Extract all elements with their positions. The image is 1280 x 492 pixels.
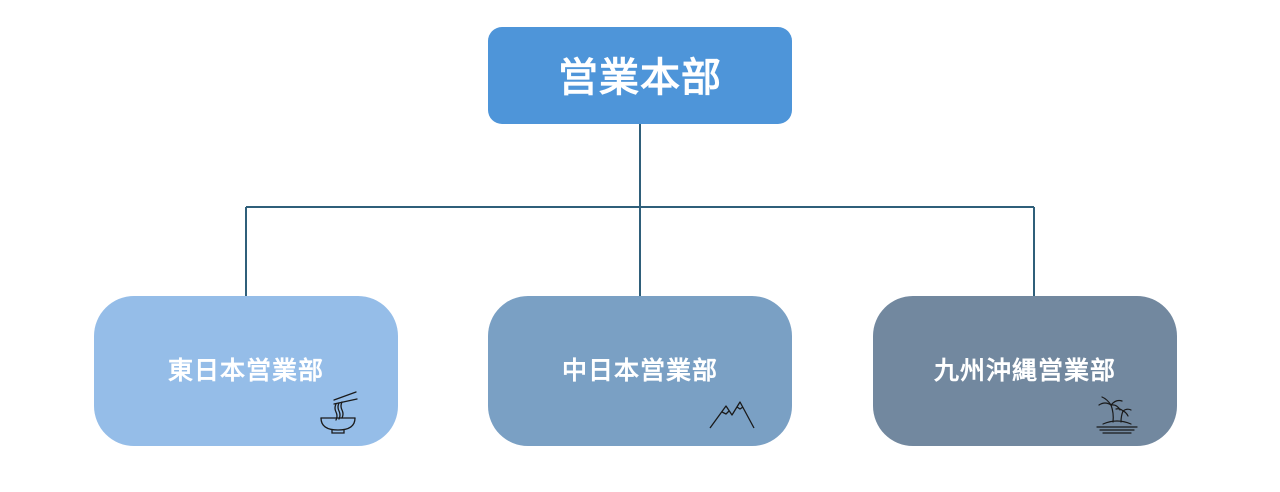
dept-node-label: 九州沖縄営業部 bbox=[933, 356, 1116, 385]
dept-node-central-japan: 中日本営業部 bbox=[488, 296, 792, 446]
dept-node-kyushu-okinawa: 九州沖縄営業部 bbox=[873, 296, 1177, 446]
dept-node-label: 中日本営業部 bbox=[561, 356, 718, 385]
root-node-label: 営業本部 bbox=[558, 54, 722, 101]
root-node-sales-headquarters: 営業本部 bbox=[488, 27, 792, 124]
palm-island-icon bbox=[1093, 388, 1141, 436]
ramen-bowl-icon bbox=[314, 388, 362, 436]
dept-node-east-japan: 東日本営業部 bbox=[94, 296, 398, 446]
mountain-icon bbox=[708, 388, 756, 436]
dept-node-label: 東日本営業部 bbox=[167, 356, 324, 385]
